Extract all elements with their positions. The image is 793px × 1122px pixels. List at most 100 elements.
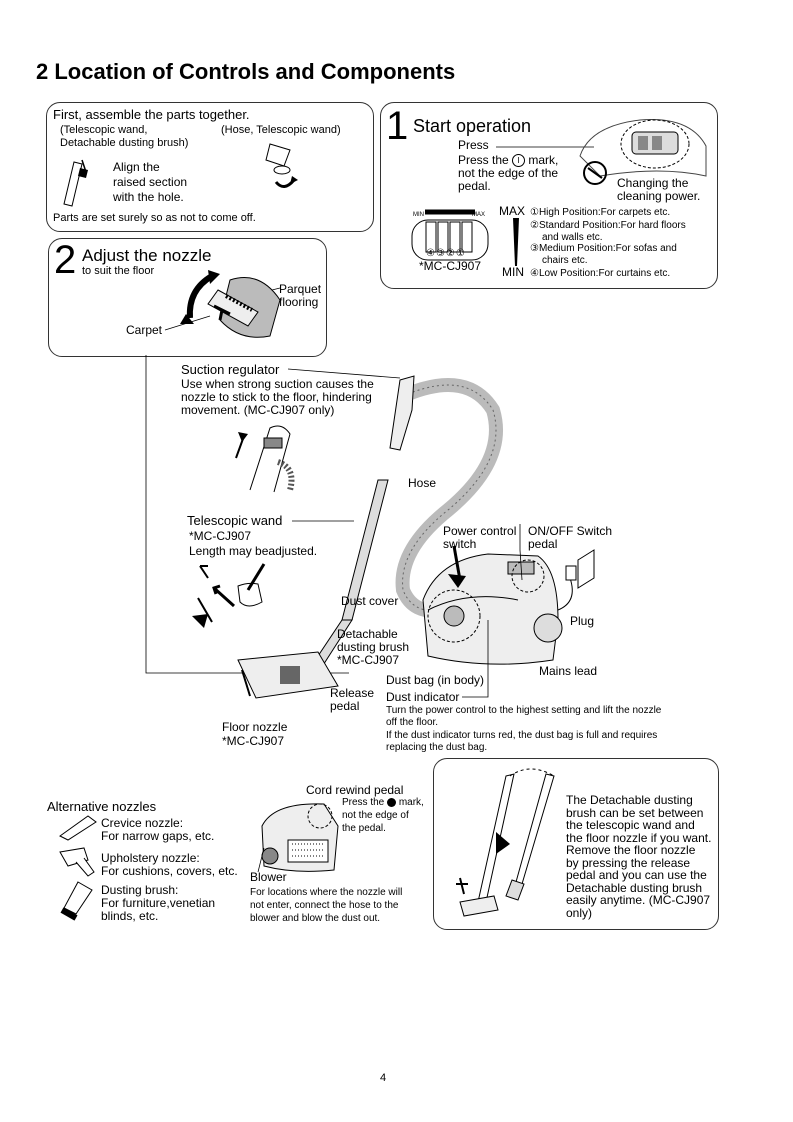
press-text-1b: mark, — [528, 153, 559, 167]
floor-nozzle-label: Floor nozzle — [222, 720, 288, 734]
cord-rewind-heading: Cord rewind pedal — [306, 783, 404, 797]
suction-leader-line — [287, 368, 401, 379]
cord-press-1b: mark, — [398, 797, 424, 808]
detachable-brush-label-1: Detachable — [337, 627, 398, 641]
wand-align-illustration — [63, 159, 88, 207]
dust-indicator-desc-4: replacing the dust bag. — [386, 742, 488, 753]
suction-regulator-title: Suction regulator — [181, 362, 280, 377]
suction-desc-3: movement. (MC-CJ907 only) — [181, 403, 335, 417]
press-text-1a: Press the — [458, 153, 509, 167]
plug-label: Plug — [570, 614, 595, 628]
hose-connect-illustration — [265, 143, 298, 188]
brushbox-l9: easily anytime. (MC-CJ907 — [566, 893, 711, 907]
upholstery-text-2: For cushions, covers, etc. — [101, 864, 238, 878]
blower-label: Blower — [250, 870, 287, 884]
crevice-nozzle-icon — [59, 815, 97, 841]
changing-text-2: cleaning power. — [617, 189, 701, 203]
dust-indicator-desc-1: Turn the power control to the highest se… — [386, 705, 662, 716]
assemble-right-note: (Hose, Telescopic wand) — [221, 124, 341, 136]
pos4: ④Low Position:For curtains etc. — [530, 268, 671, 279]
dust-indicator-leader — [462, 620, 489, 698]
align-text-1: Align the — [113, 160, 160, 174]
page-number: 4 — [380, 1072, 387, 1084]
brushbox-l7: pedal and you can use the — [566, 868, 707, 882]
parquet-text-2: flooring — [279, 295, 319, 309]
mains-lead-label: Mains lead — [539, 664, 598, 678]
power-leader-line — [519, 524, 523, 581]
suction-regulator-illustration — [235, 425, 295, 493]
start-heading: Start operation — [413, 116, 532, 136]
telescopic-wand-model: *MC-CJ907 — [189, 529, 252, 543]
blower-vacuum-illustration — [257, 803, 339, 873]
dusting-text-1: Dusting brush: — [101, 883, 179, 897]
adjust-heading: Adjust the nozzle — [82, 246, 212, 265]
assemble-left-note-2: Detachable dusting brush) — [60, 137, 189, 149]
brushbox-l5: Remove the floor nozzle — [566, 843, 696, 857]
suction-desc-1: Use when strong suction causes the — [181, 377, 374, 391]
blower-desc-3: blower and blow the dust out. — [250, 913, 381, 924]
floor-nozzle-model: *MC-CJ907 — [222, 734, 285, 748]
detachable-brush-model: *MC-CJ907 — [337, 653, 400, 667]
telescopic-wand-desc: Length may beadjusted. — [189, 544, 318, 558]
cord-mark-icon — [387, 797, 397, 807]
carpet-label: Carpet — [126, 323, 163, 337]
brushbox-l3: the telescopic wand and — [566, 818, 695, 832]
blower-desc-1: For locations where the nozzle will — [250, 887, 403, 898]
cord-press-2: not the edge of — [342, 810, 409, 821]
dust-indicator-desc-2: off the floor. — [386, 717, 439, 728]
release-pedal-label-2: pedal — [330, 699, 360, 713]
no-edge-icon — [583, 161, 607, 185]
start-model: *MC-CJ907 — [419, 259, 482, 273]
tele-leader-line — [292, 520, 354, 522]
vacuum-top-illustration — [579, 119, 707, 177]
release-pedal-label-1: Release — [330, 686, 375, 700]
parquet-text-1: Parquet — [279, 282, 322, 296]
brushbox-l8: Detachable dusting brush — [566, 881, 703, 895]
dust-indicator-desc-3: If the dust indicator turns red, the dus… — [386, 730, 658, 741]
onoff-label-2: pedal — [528, 537, 558, 551]
dusting-text-2: For furniture,venetian — [101, 896, 216, 910]
assemble-box — [46, 102, 374, 232]
align-text-3: with the hole. — [113, 190, 184, 204]
brushbox-l1: The Detachable dusting — [566, 793, 693, 807]
align-text-2: raised section — [113, 175, 188, 189]
press-text-2: not the edge of the — [458, 166, 559, 180]
indicator-numbers: ④③②① — [426, 248, 466, 259]
crevice-text-2: For narrow gaps, etc. — [101, 829, 215, 843]
upholstery-nozzle-icon — [59, 847, 95, 877]
min-label: MIN — [502, 265, 524, 279]
adjust-nozzle-box — [48, 238, 327, 357]
cord-press-1a: Press the — [342, 797, 385, 808]
dusting-text-3: blinds, etc. — [101, 909, 159, 923]
onoff-label-1: ON/OFF Switch — [528, 524, 613, 538]
pos3a: ③Medium Position:For sofas and — [530, 243, 677, 254]
nozzle-adjust-illustration — [164, 270, 281, 338]
press-text-3: pedal. — [458, 179, 491, 193]
max-small: MAX — [472, 212, 486, 218]
start-number: 1 — [386, 104, 409, 148]
power-range-bar — [513, 218, 519, 266]
vacuum-cleaner-illustration — [192, 375, 595, 699]
telescopic-wand-title: Telescopic wand — [187, 513, 283, 528]
brushbox-l2: brush can be set between — [566, 806, 704, 820]
hose-label: Hose — [408, 476, 437, 490]
power-control-label-1: Power control — [443, 524, 517, 538]
pos2b: and walls etc. — [542, 232, 603, 243]
suction-desc-2: nozzle to stick to the floor, hindering — [181, 390, 372, 404]
upholstery-text-1: Upholstery nozzle: — [101, 851, 200, 865]
blower-desc-2: not enter, connect the hose to the — [250, 900, 399, 911]
pos2a: ②Standard Position:For hard floors — [530, 220, 686, 231]
alt-nozzles-heading: Alternative nozzles — [47, 799, 157, 814]
max-label: MAX — [499, 204, 526, 218]
press-text-line-1: Press the I mark, — [458, 153, 559, 168]
cord-press-3: the pedal. — [342, 823, 386, 834]
brush-swap-illustration — [456, 768, 555, 917]
dusting-brush-icon — [60, 881, 93, 921]
adjust-sub: to suit the floor — [82, 265, 155, 277]
min-small: MIN — [413, 212, 424, 218]
assemble-footer: Parts are set surely so as not to come o… — [53, 212, 256, 224]
dust-cover-label: Dust cover — [341, 594, 399, 608]
assemble-heading: First, assemble the parts together. — [53, 107, 250, 122]
page-title: 2 Location of Controls and Components — [36, 59, 456, 84]
crevice-text-1: Crevice nozzle: — [101, 816, 184, 830]
